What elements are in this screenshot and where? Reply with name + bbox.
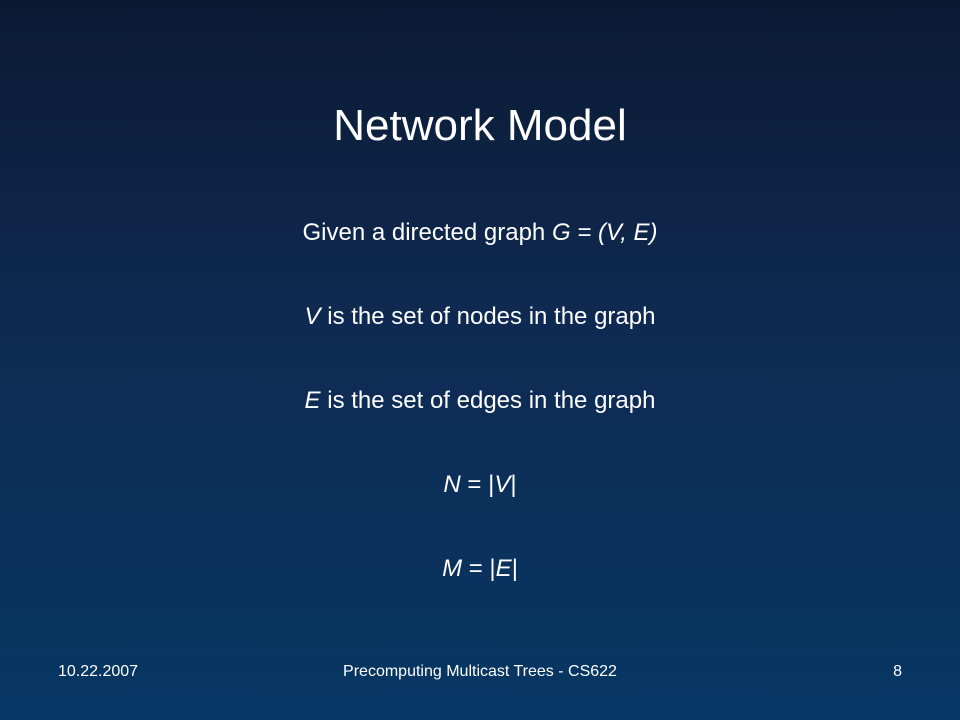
body-line-segment: | xyxy=(511,555,518,582)
body-line-segment: E xyxy=(495,555,512,582)
body-line-segment: V xyxy=(304,303,321,330)
body-line-5: M = |E| xyxy=(0,554,960,584)
body-line-segment: is the set of nodes in the graph xyxy=(320,303,656,330)
body-line-segment: V xyxy=(494,471,511,498)
footer-title: Precomputing Multicast Trees - CS622 xyxy=(343,663,617,680)
footer-page-number: 8 xyxy=(893,663,902,680)
body-line-segment: G = (V, E) xyxy=(551,219,658,246)
footer-date: 10.22.2007 xyxy=(58,663,139,680)
body-line-segment: E xyxy=(304,387,321,414)
body-line-segment: | xyxy=(510,471,517,498)
body-line-segment: = | xyxy=(462,555,496,582)
body-line-segment: is the set of edges in the graph xyxy=(320,387,656,414)
body-line-segment: N xyxy=(443,471,461,498)
body-line-segment: = | xyxy=(460,471,495,498)
body-line-1: Given a directed graph G = (V, E) xyxy=(0,218,960,248)
body-line-segment: M xyxy=(442,555,463,582)
body-line-4: N = |V| xyxy=(0,470,960,500)
slide-title: Network Model xyxy=(333,101,627,150)
body-line-segment: Given a directed graph xyxy=(302,219,552,246)
body-line-3: E is the set of edges in the graph xyxy=(0,386,960,416)
body-line-2: V is the set of nodes in the graph xyxy=(0,302,960,332)
